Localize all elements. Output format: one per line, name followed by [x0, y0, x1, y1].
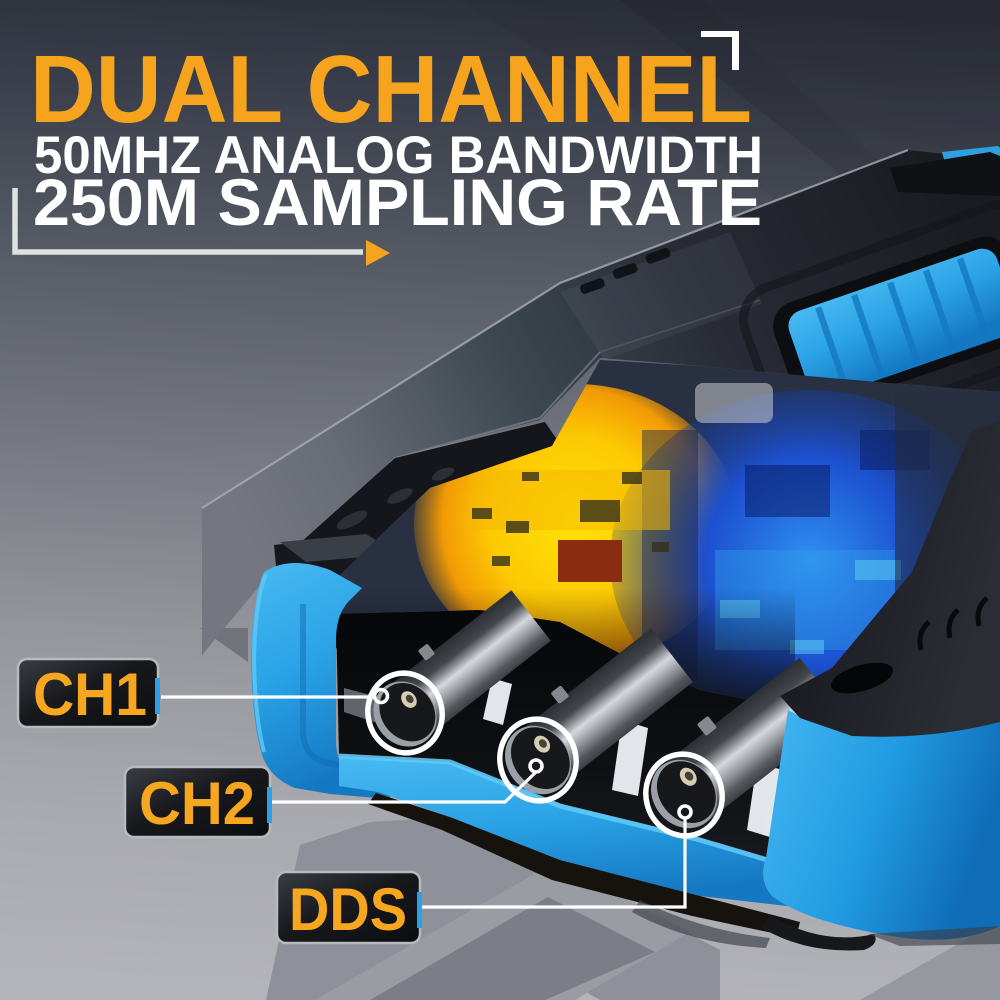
svg-text:250M SAMPLING RATE: 250M SAMPLING RATE — [33, 166, 762, 239]
svg-text:DDS: DDS — [289, 876, 407, 943]
svg-text:CH1: CH1 — [33, 661, 147, 728]
svg-text:DUAL CHANNEL: DUAL CHANNEL — [30, 37, 752, 143]
svg-text:CH2: CH2 — [139, 770, 255, 837]
svg-text:50MHZ ANALOG BANDWIDTH: 50MHZ ANALOG BANDWIDTH — [34, 126, 763, 185]
